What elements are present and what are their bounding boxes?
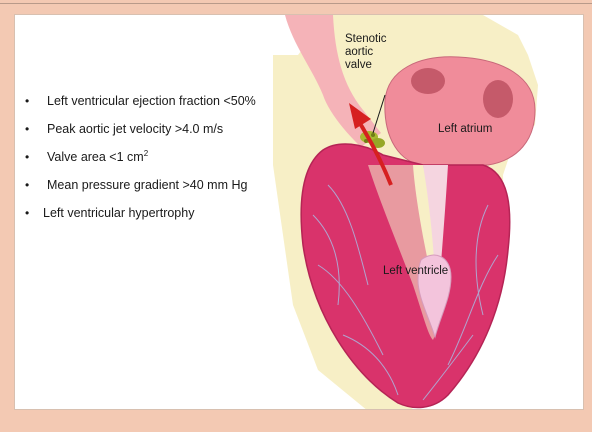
- left-atrium-shape: [385, 57, 535, 165]
- slide: • Left ventricular ejection fraction <50…: [14, 14, 584, 410]
- criteria-text: Left ventricular hypertrophy: [43, 206, 194, 220]
- criteria-item-jet-velocity: • Peak aortic jet velocity >4.0 m/s: [25, 121, 285, 138]
- bullet-icon: •: [25, 205, 29, 222]
- bullet-icon: •: [25, 93, 29, 110]
- heart-diagram: [273, 15, 584, 410]
- criteria-item-ejection-fraction: • Left ventricular ejection fraction <50…: [25, 93, 285, 110]
- criteria-list: • Left ventricular ejection fraction <50…: [25, 93, 285, 233]
- criteria-item-hypertrophy: • Left ventricular hypertrophy: [25, 205, 285, 222]
- criteria-text: Left ventricular ejection fraction <50%: [47, 94, 256, 108]
- stenotic-valve-label: Stenotic aortic valve: [345, 33, 387, 72]
- pulmonary-vein-left: [411, 68, 445, 94]
- criteria-text: Peak aortic jet velocity >4.0 m/s: [47, 122, 223, 136]
- criteria-text: Mean pressure gradient >40 mm Hg: [47, 178, 247, 192]
- criteria-text: Valve area <1 cm: [47, 150, 144, 164]
- criteria-item-pressure-gradient: • Mean pressure gradient >40 mm Hg: [25, 177, 285, 194]
- label-line: valve: [345, 59, 387, 72]
- superscript: 2: [144, 149, 148, 158]
- pulmonary-vein-right: [483, 80, 513, 118]
- top-border-line: [0, 3, 592, 4]
- label-line: aortic: [345, 46, 387, 59]
- criteria-item-valve-area: • Valve area <1 cm2: [25, 149, 285, 166]
- bullet-icon: •: [25, 149, 29, 166]
- bullet-icon: •: [25, 177, 29, 194]
- bullet-icon: •: [25, 121, 29, 138]
- label-line: Stenotic: [345, 33, 387, 46]
- left-ventricle-label: Left ventricle: [383, 265, 448, 278]
- left-atrium-label: Left atrium: [438, 123, 492, 136]
